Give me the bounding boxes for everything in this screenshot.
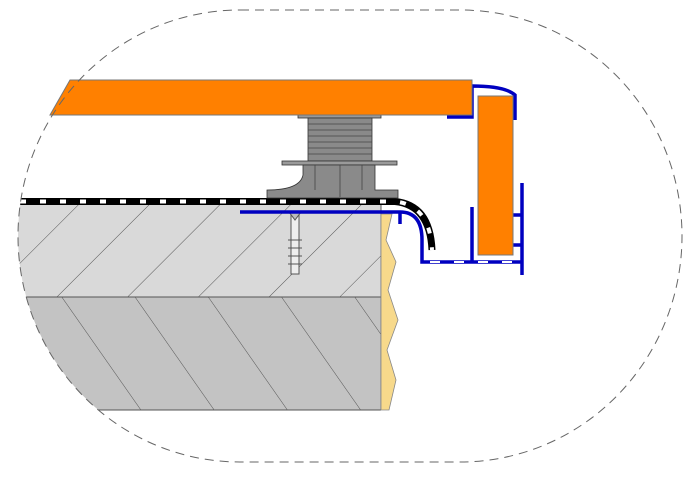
deck-board — [49, 79, 473, 116]
edge-fascia-board — [477, 95, 514, 256]
detail-outline — [17, 9, 683, 463]
edge-profile — [240, 84, 524, 275]
insulation-strip — [380, 213, 399, 411]
adjustable-pedestal — [266, 103, 399, 199]
